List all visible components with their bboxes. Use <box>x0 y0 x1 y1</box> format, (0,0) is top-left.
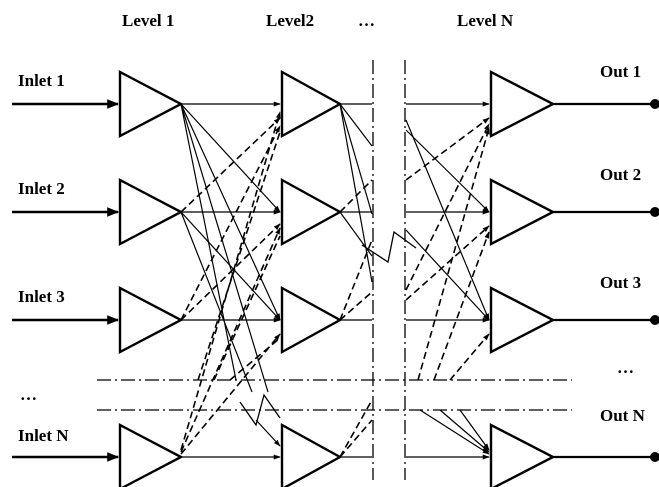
solid-links-level1-to-level2 <box>180 101 281 460</box>
l2-dashed-out-3 <box>339 291 373 321</box>
l2-dashed-out-n <box>339 419 373 458</box>
header-level-n: Level N <box>457 11 514 30</box>
header-level-1: Level 1 <box>122 11 174 30</box>
inlet-label-3: Inlet 3 <box>18 287 65 306</box>
horizontal-break-zigzag <box>239 393 281 427</box>
amplifier-ln-r3 <box>489 286 556 354</box>
l2-out-1-diag-b <box>339 103 373 215</box>
dashed-links-break-to-level2 <box>197 131 281 381</box>
ln-in-break-to-n-a <box>419 409 490 455</box>
inlet-label-n: Inlet N <box>18 426 69 445</box>
row-ellipsis-left: … <box>20 385 37 404</box>
amplifier-l1-rn <box>118 423 184 487</box>
amplifiers <box>118 69 556 487</box>
ln-dashed-2-to-1 <box>405 117 490 181</box>
l2-out-1-diag-c <box>339 103 373 283</box>
inlet-label-1: Inlet 1 <box>18 71 65 90</box>
link-1-to-2 <box>180 103 281 213</box>
outlet-label-1: Out 1 <box>600 62 641 81</box>
ln-in-1-to-3 <box>405 119 490 321</box>
inlet-arrows <box>12 99 120 462</box>
link-1-to-break-a <box>180 103 237 381</box>
outlet-label-3: Out 3 <box>600 273 641 292</box>
dashed-link-break-to-2 <box>213 235 281 381</box>
amplifier-ln-rn <box>489 423 556 487</box>
ln-dashed-3-to-1 <box>405 123 490 291</box>
link-1-to-break-b <box>180 103 269 393</box>
l2-out-2-diag <box>339 211 373 257</box>
ln-dashed-3-to-2 <box>405 225 490 301</box>
ln-dashed-break-to-3 <box>449 333 490 381</box>
l2-dashed-out-2 <box>339 179 373 213</box>
outlet-terminal-1 <box>650 99 659 109</box>
link-2-to-break <box>180 211 253 393</box>
l2-out-1-diag-a <box>339 103 373 147</box>
dashed-link-break-to-3 <box>229 337 281 381</box>
row-ellipsis-right: … <box>617 358 634 377</box>
dashed-link-3-to-2 <box>180 223 281 321</box>
dashed-link-2-to-1 <box>180 117 281 213</box>
amplifier-l2-r3 <box>280 285 343 355</box>
break-markers <box>97 60 572 480</box>
amplifier-l2-r2 <box>280 177 343 247</box>
ln-in-break-to-n-c <box>459 409 490 451</box>
inlet-label-2: Inlet 2 <box>18 179 65 198</box>
dashed-link-n-to-2 <box>180 227 281 453</box>
amplifier-l1-r2 <box>118 178 184 246</box>
l2-dashed-out-nb <box>339 399 373 458</box>
outlet-terminal-n <box>650 452 659 462</box>
outlet-terminal-2 <box>650 207 659 217</box>
solid-links-to-levelN <box>405 101 490 460</box>
dashed-link-3-to-1 <box>180 125 281 321</box>
outlet-terminals <box>650 99 659 462</box>
amplifier-l1-r1 <box>118 70 184 138</box>
ln-in-break-to-n-b <box>439 409 490 453</box>
outlet-terminal-3 <box>650 315 659 325</box>
ln-dashed-break-to-2 <box>433 231 490 381</box>
l2-dashed-out-3b <box>339 239 373 321</box>
ln-in-2-to-3 <box>405 229 490 321</box>
break-zigzags <box>239 230 417 427</box>
header-level-2: Level2 <box>266 11 314 30</box>
dashed-links-level2-out <box>339 179 373 458</box>
outlet-lines <box>553 102 652 459</box>
solid-links-level2-out <box>339 103 373 458</box>
header-ellipsis: … <box>358 11 375 30</box>
amplifier-l1-r3 <box>118 286 184 354</box>
amplifier-l2-r1 <box>280 69 343 139</box>
link-break-to-n <box>255 419 281 447</box>
dashed-links-to-levelN <box>405 117 490 381</box>
amplifier-ln-r1 <box>489 70 556 138</box>
ln-in-1-to-2 <box>405 129 490 213</box>
outlet-label-2: Out 2 <box>600 165 641 184</box>
vertical-break-zigzag <box>361 230 417 264</box>
amplifier-ln-r2 <box>489 178 556 246</box>
outlet-label-n: Out N <box>600 406 646 425</box>
solid-links-level1-to-break <box>180 103 281 447</box>
dashed-link-n-to-3 <box>180 333 281 455</box>
amplifier-l2-rn <box>280 422 343 487</box>
